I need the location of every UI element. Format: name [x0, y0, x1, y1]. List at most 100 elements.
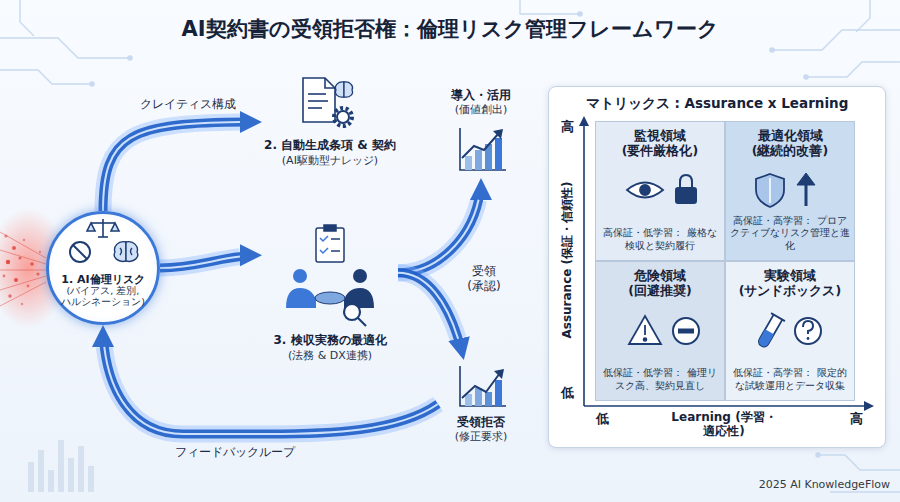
axis-tick-label: 低 — [558, 384, 576, 402]
lock-icon — [676, 188, 696, 203]
process-node: 2. 自動生成条項 & 契約(AI駆動型ナレッジ) — [262, 72, 398, 172]
red-dots — [21, 303, 24, 306]
faint-bar-chart — [38, 450, 44, 492]
arrow-band — [103, 122, 262, 211]
matrix-axes — [864, 401, 874, 411]
red-dots — [3, 234, 42, 305]
red-dots — [8, 294, 11, 297]
revision-chart-icon — [475, 388, 482, 406]
arrow-core — [398, 273, 464, 360]
eye-icon — [640, 185, 650, 195]
outcome-node: 受領拒否(修正要求) — [438, 360, 524, 448]
prohibited-icon — [73, 245, 87, 259]
revision-chart-icon — [460, 366, 506, 406]
diagram-title: AI契約書の受領拒否権：倫理リスク管理フレームワーク — [0, 15, 900, 43]
growth-chart-icon — [460, 128, 506, 170]
outcome-node: 導入・活用(価値創出) — [438, 86, 524, 178]
node-body: (価値創出) — [455, 103, 508, 117]
question-icon — [807, 337, 810, 340]
node-body: (バイアス, 差別, ハルシネーション) — [59, 286, 147, 308]
node-heading: 受領拒否 — [457, 415, 505, 430]
edge-label: 受領 (承認) — [462, 264, 506, 294]
red-dots — [23, 239, 26, 242]
red-dots — [4, 234, 7, 237]
axis-tick-label: 高 — [558, 118, 576, 136]
people-handshake-icon — [344, 288, 374, 308]
matrix-axes — [584, 405, 866, 407]
node-heading: 実験領域 (サンドボックス) — [734, 268, 846, 298]
warning-icon — [629, 316, 661, 344]
red-dots — [39, 251, 41, 253]
red-streaks — [0, 232, 46, 306]
circuit-lines — [520, 0, 580, 14]
circuit-lines — [818, 455, 900, 470]
eye-icon — [627, 183, 663, 198]
no-entry-icon — [678, 329, 694, 334]
clipboard-icon — [331, 238, 340, 240]
edge-label: クレイティス構成 — [140, 96, 260, 113]
node-heading: 1. AI倫理リスク — [61, 273, 144, 286]
growth-chart-icon — [485, 144, 492, 170]
red-dots — [3, 275, 6, 278]
quadrant-box: 実験領域 (サンドボックス)低保証・高学習： 限定的な試験運用とデータ収集 — [725, 261, 855, 401]
shield-icon — [756, 174, 784, 207]
edge-label: フィードバックループ — [160, 445, 310, 460]
circuit-lines — [830, 491, 900, 492]
node-heading: 2. 自動生成条項 & 契約 — [264, 138, 396, 154]
gear-icon — [337, 111, 349, 123]
node-heading: 監視領域 (要件厳格化) — [604, 128, 716, 158]
faint-bar-chart — [68, 458, 74, 492]
matrix-axes — [583, 124, 585, 406]
revision-chart-icon — [485, 392, 492, 406]
circuit-lines — [856, 0, 870, 32]
footer-note: 2025 AI KnowledgeFlow — [740, 478, 890, 491]
test-tube-icon — [771, 313, 785, 321]
revision-chart-icon — [462, 373, 500, 398]
gear-icon — [334, 108, 352, 126]
scales-icon — [98, 236, 108, 238]
risk-circle: 1. AI倫理リスク(バイアス, 差別, ハルシネーション) — [46, 211, 160, 325]
node-body: 高保証・低学習： 厳格な検収と契約履行 — [600, 227, 720, 252]
shield-icon — [769, 178, 771, 203]
arrow-core — [103, 325, 438, 434]
arrow-glow — [398, 178, 481, 273]
circuit-nodes — [89, 11, 821, 458]
red-streaks — [0, 276, 46, 290]
test-tube-icon — [757, 315, 782, 349]
red-dots — [14, 278, 18, 282]
flow-arrow — [398, 273, 464, 360]
clipboard-icon — [316, 225, 344, 262]
red-streaks — [0, 270, 46, 271]
up-arrow-icon — [797, 173, 815, 206]
revision-chart-icon — [495, 380, 502, 406]
magnifier-icon — [358, 318, 366, 326]
flow-arrow — [103, 325, 438, 434]
brain-small-icon — [335, 82, 352, 97]
axis-tick-label: 低 — [592, 410, 612, 428]
quadrant-box: 最適化領域 (継続的改善)高保証・高学習： プロアクティブなリスク管理と進化 — [725, 121, 855, 261]
circuit-nodes — [815, 452, 821, 458]
arrow-core — [103, 122, 262, 211]
faint-bar-chart — [28, 440, 94, 492]
warning-icon — [644, 325, 646, 335]
node-heading: 導入・活用 — [451, 88, 511, 103]
circuit-lines — [772, 30, 900, 50]
clipboard-icon — [320, 236, 328, 253]
red-streaks — [0, 282, 46, 306]
circuit-nodes — [803, 74, 809, 80]
growth-chart-icon — [493, 129, 503, 139]
circuit-lines — [0, 70, 92, 84]
red-dots — [12, 246, 16, 250]
lock-icon — [676, 175, 696, 203]
matrix-axes — [579, 116, 589, 126]
red-dots — [6, 260, 10, 264]
axis-tick-label: 高 — [846, 410, 866, 428]
growth-chart-icon — [462, 133, 499, 158]
circuit-nodes — [769, 47, 775, 53]
faint-bar-chart — [88, 466, 94, 492]
node-heading: 危険領域 (回避推奨) — [604, 268, 716, 298]
faint-bar-chart — [28, 462, 34, 492]
warning-icon — [644, 338, 647, 341]
